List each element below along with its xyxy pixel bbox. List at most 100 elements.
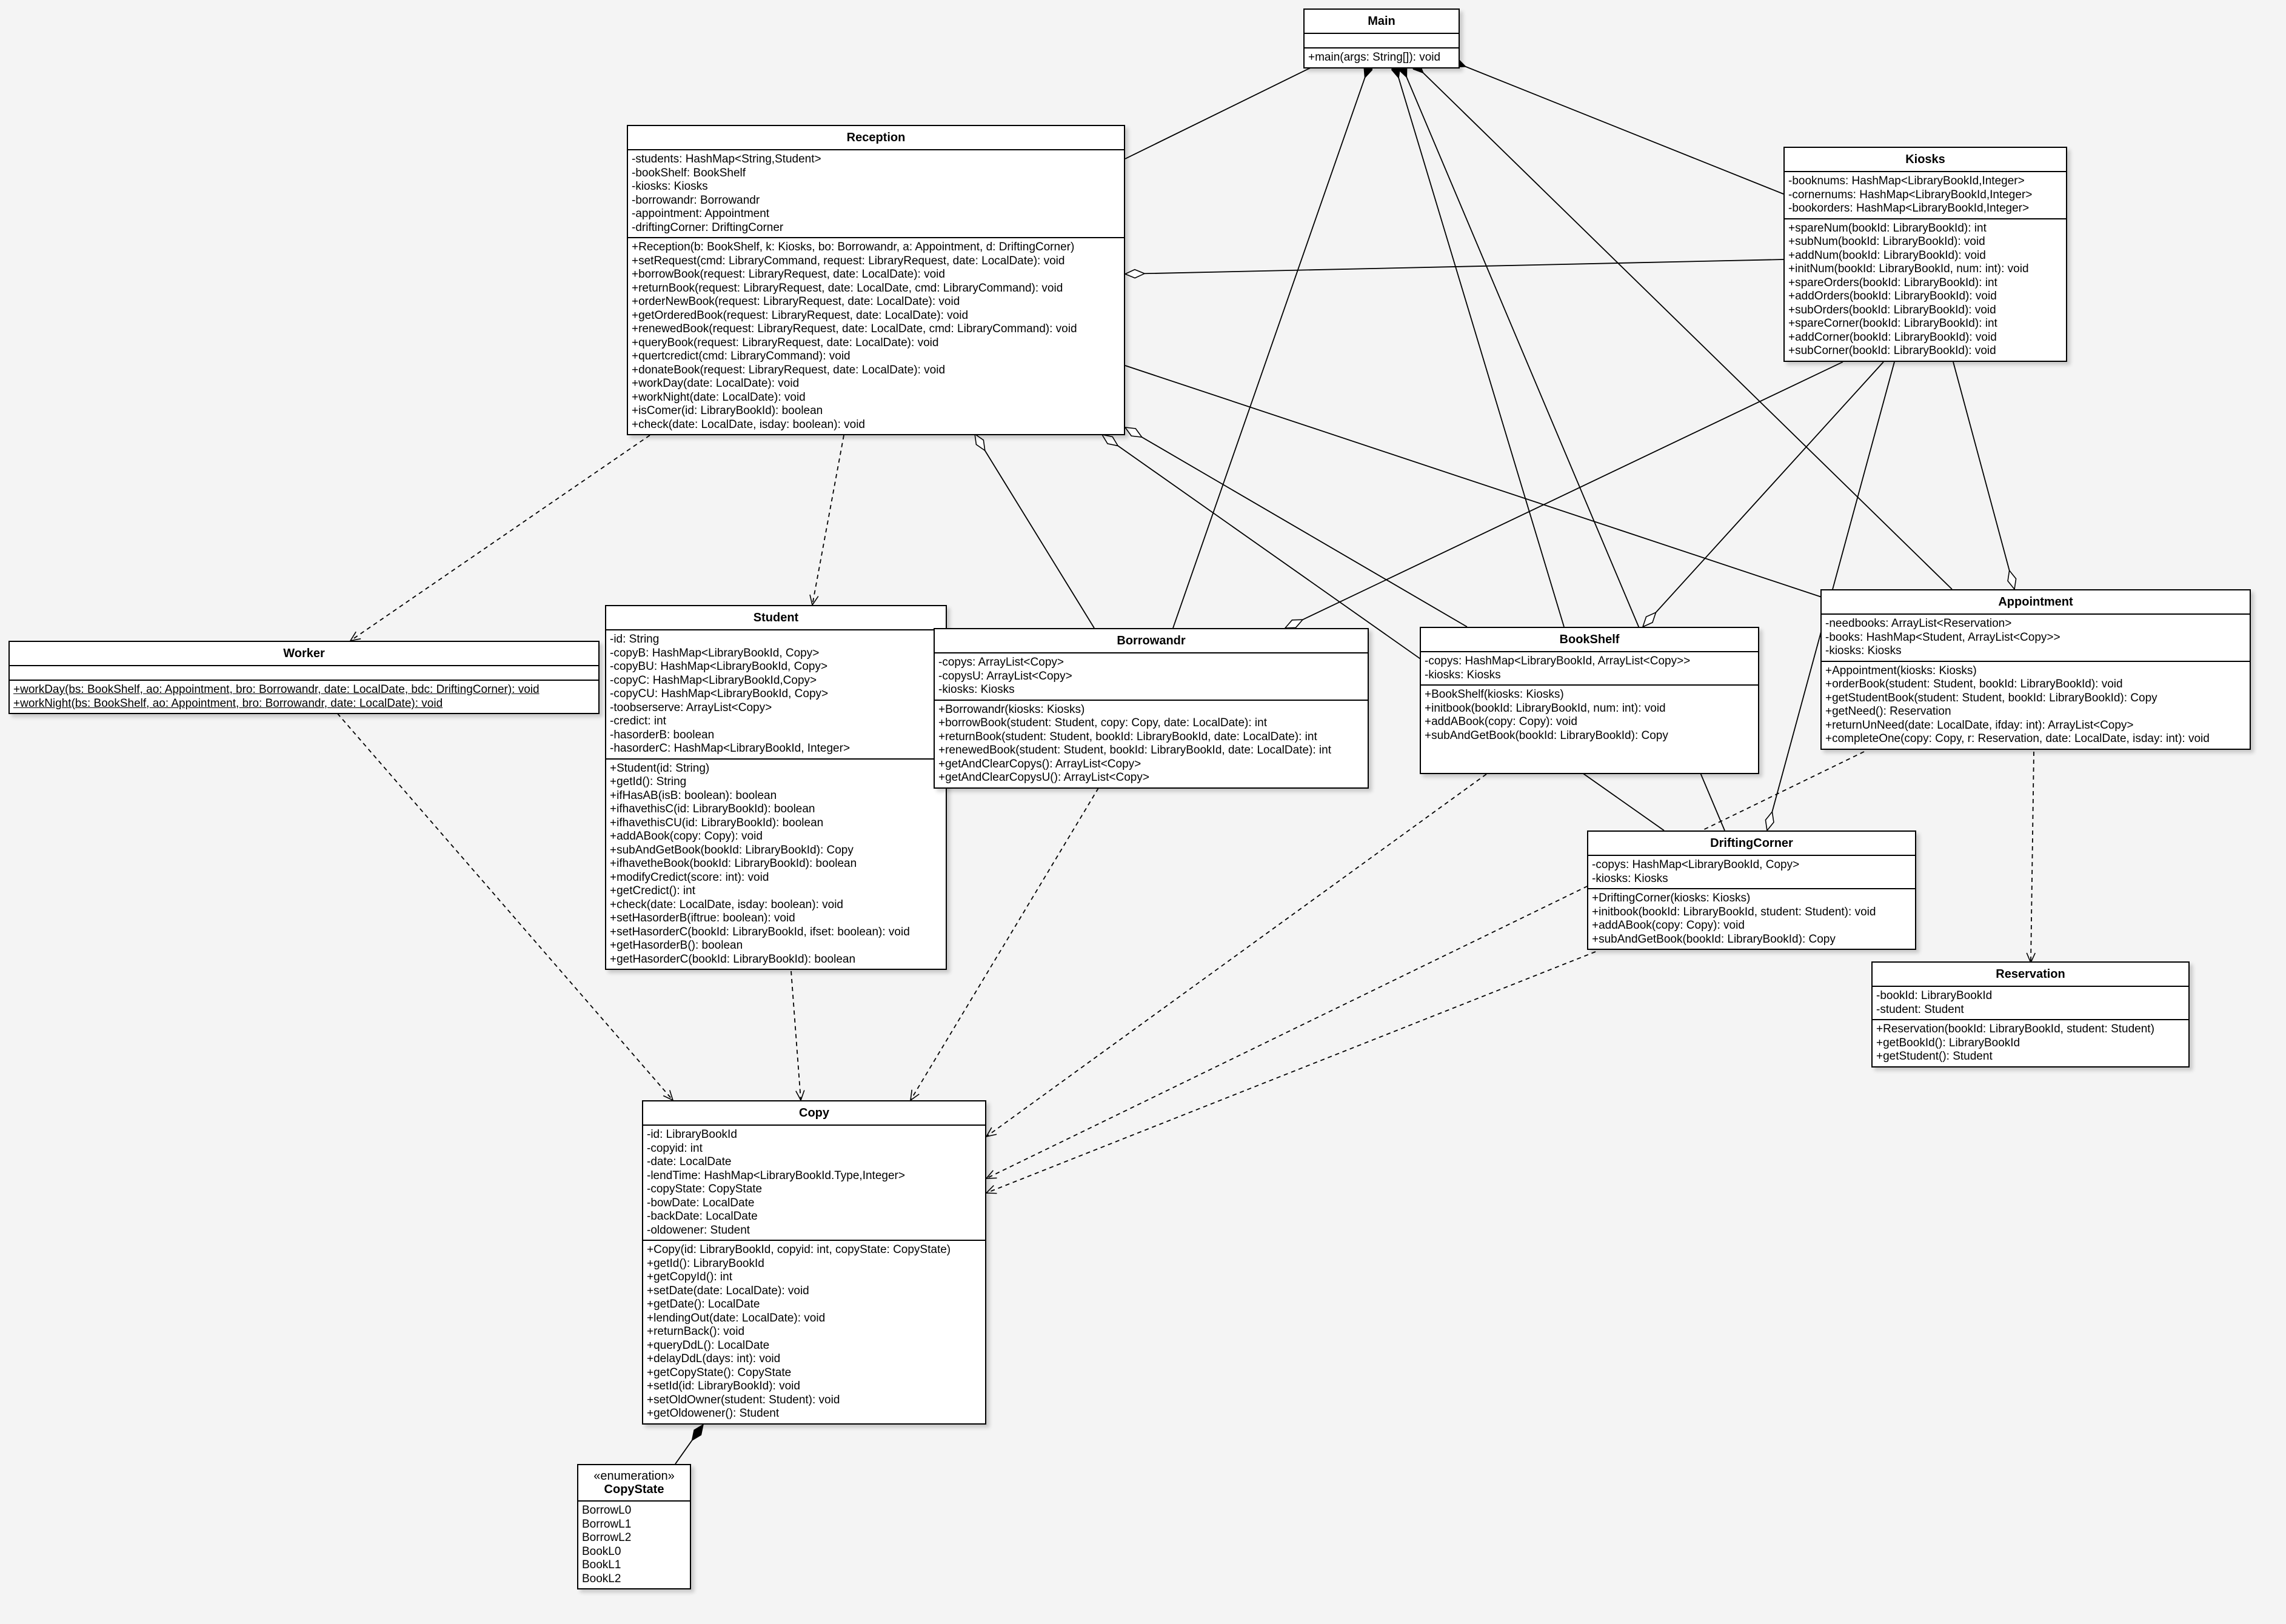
attribute-row: -id: String [610, 633, 660, 646]
attributes-compartment: -copys: HashMap<LibraryBookId, ArrayList… [1421, 652, 1758, 686]
composition-copystate-copy [675, 1425, 703, 1465]
attribute-row: -copysU: ArrayList<Copy> [938, 669, 1072, 683]
method-row: +addNum(bookId: LibraryBookId): void [1788, 249, 1986, 262]
stereotype-label: «enumeration» [593, 1469, 675, 1483]
method-row: +getDate(): LocalDate [647, 1298, 760, 1311]
dependency-bookshelf-copy [985, 774, 1487, 1138]
class-reservation[interactable]: Reservation-bookId: LibraryBookId-studen… [1871, 961, 2190, 1068]
attribute-row: -copyState: CopyState [647, 1183, 763, 1195]
method-row: +returnUnNeed(date: LocalDate, ifday: in… [1825, 718, 2134, 732]
method-row: +renewedBook(request: LibraryRequest, da… [632, 322, 1077, 335]
attribute-row: -copys: HashMap<LibraryBookId, Copy> [1592, 858, 1800, 871]
method-row: +modifyCredict(score: int): void [610, 870, 769, 884]
method-row: +queryBook(request: LibraryRequest, date… [632, 336, 939, 349]
class-drifting-corner[interactable]: DriftingCorner-copys: HashMap<LibraryBoo… [1587, 830, 1916, 950]
attribute-row: -hasorderB: boolean [610, 728, 715, 741]
attribute-row: -kiosks: Kiosks [1425, 668, 1501, 681]
method-row: +Reception(b: BookShelf, k: Kiosks, bo: … [632, 241, 1075, 253]
method-row: +getCopyId(): int [647, 1271, 732, 1283]
method-row: +getBookId(): LibraryBookId [1876, 1036, 2020, 1049]
method-row: +addCorner(bookId: LibraryBookId): void [1788, 330, 1997, 344]
method-row: +check(date: LocalDate, isday: boolean):… [632, 418, 865, 431]
class-main[interactable]: Main +main(args: String[]): void [1303, 8, 1460, 69]
method-row: +lendingOut(date: LocalDate): void [647, 1311, 826, 1325]
class-name-header: Reception [628, 126, 1124, 150]
attribute-row: -oldowener: Student [647, 1223, 750, 1237]
attribute-row: -toobserserve: ArrayList<Copy> [610, 701, 772, 714]
methods-compartment: +Student(id: String)+getId(): String+ifH… [606, 760, 946, 969]
method-row: +delayDdL(days: int): void [647, 1352, 781, 1365]
class-bookshelf[interactable]: BookShelf -copys: HashMap<LibraryBookId, … [1420, 627, 1759, 774]
attribute-row: -students: HashMap<String,Student> [632, 153, 821, 165]
class-name-header: Appointment [1822, 590, 2250, 615]
method-row: +orderBook(student: Student, bookId: Lib… [1825, 678, 2123, 690]
dependency-drifting-copy [985, 951, 1596, 1194]
method-row: +queryDdL(): LocalDate [647, 1338, 770, 1352]
aggregation-borrowandr-reception [975, 434, 1095, 629]
method-row: +initbook(bookId: LibraryBookId, num: in… [1425, 701, 1666, 715]
methods-compartment: +DriftingCorner(kiosks: Kiosks)+initbook… [1588, 889, 1915, 949]
attributes-compartment: -copys: ArrayList<Copy>-copysU: ArrayLis… [935, 653, 1368, 701]
method-row: +getNeed(): Reservation [1825, 705, 1951, 718]
method-row: +orderNewBook(request: LibraryRequest, d… [632, 295, 960, 308]
method-row: +addABook(copy: Copy): void [610, 830, 763, 843]
attribute-row: -borrowandr: Borrowandr [632, 193, 760, 207]
method-row: +getAndClearCopysU(): ArrayList<Copy> [938, 771, 1149, 784]
dependency-appointment-copy [985, 751, 1865, 1179]
class-name-header: Copy [643, 1101, 985, 1126]
attribute-row: -cornernums: HashMap<LibraryBookId,Integ… [1788, 188, 2033, 201]
method-row: +quertcredict(cmd: LibraryCommand): void [632, 350, 851, 363]
class-name-header: Reservation [1873, 963, 2188, 987]
class-name: BookShelf [1559, 633, 1620, 646]
class-name: Borrowandr [1117, 634, 1186, 647]
dependency-borrowandr-copy [909, 787, 1099, 1101]
class-name-header: Main [1305, 10, 1459, 34]
method-row: +getStudentBook(student: Student, bookId… [1825, 691, 2157, 704]
class-student[interactable]: Student-id: String-copyB: HashMap<Librar… [605, 605, 947, 970]
class-name-header: Kiosks [1785, 148, 2066, 172]
method-row: +returnBack(): void [647, 1325, 745, 1338]
method-row: +ifhavethisC(id: LibraryBookId): boolean [610, 803, 815, 815]
method-row: +workNight(bs: BookShelf, ao: Appointmen… [13, 697, 443, 710]
class-appointment[interactable]: Appointment-needbooks: ArrayList<Reserva… [1820, 589, 2251, 750]
class-name-header: Worker [10, 642, 598, 666]
method-row: +ifhavethisCU(id: LibraryBookId): boolea… [610, 816, 824, 829]
class-name: Main [1368, 15, 1395, 28]
attribute-row: -bookId: LibraryBookId [1876, 989, 1993, 1002]
class-name: Appointment [1998, 595, 2073, 609]
aggregation-kiosks-reception [1125, 259, 1784, 274]
method-row: +BookShelf(kiosks: Kiosks) [1425, 688, 1564, 701]
method-row: +check(date: LocalDate, isday: boolean):… [610, 898, 843, 911]
method-row: +addOrders(bookId: LibraryBookId): void [1788, 290, 1997, 302]
class-name: Student [753, 611, 799, 624]
method-row: +borrowBook(request: LibraryRequest, dat… [632, 268, 945, 281]
association-appointment-reception [1125, 365, 1822, 598]
class-worker[interactable]: Worker+workDay(bs: BookShelf, ao: Appoin… [8, 641, 600, 714]
class-name-header: «enumeration»CopyState [578, 1465, 690, 1502]
class-reception[interactable]: Reception -students: HashMap<String,Stude… [627, 125, 1125, 435]
methods-compartment: +main(args: String[]): void [1305, 48, 1459, 67]
attribute-row: -copys: ArrayList<Copy> [938, 656, 1064, 669]
method-row: +Student(id: String) [610, 761, 710, 775]
attributes-compartment: -booknums: HashMap<LibraryBookId,Integer… [1785, 172, 2066, 219]
method-row: +main(args: String[]): void [1308, 51, 1441, 64]
attribute-row: -bowDate: LocalDate [647, 1196, 755, 1209]
method-row: +completeOne(copy: Copy, r: Reservation,… [1825, 732, 2210, 745]
class-borrowandr[interactable]: Borrowandr -copys: ArrayList<Copy>-copysU… [934, 628, 1369, 789]
attribute-row: -kiosks: Kiosks [1592, 872, 1668, 885]
class-name: CopyState [604, 1483, 664, 1496]
method-row: +ifhavetheBook(bookId: LibraryBookId): b… [610, 857, 857, 870]
method-row: +getOrderedBook(request: LibraryRequest,… [632, 309, 969, 322]
class-kiosks[interactable]: Kiosks-booknums: HashMap<LibraryBookId,I… [1783, 147, 2067, 362]
method-row: +setHasorderC(bookId: LibraryBookId, ifs… [610, 925, 910, 938]
method-row: +subOrders(bookId: LibraryBookId): void [1788, 303, 1996, 316]
method-row: +initNum(bookId: LibraryBookId, num: int… [1788, 262, 2029, 275]
method-row: +getId(): LibraryBookId [647, 1257, 764, 1270]
composition-borrowandr-main [1172, 59, 1371, 629]
method-row: +getStudent(): Student [1876, 1050, 1993, 1063]
attribute-row: -hasorderC: HashMap<LibraryBookId, Integ… [610, 742, 851, 755]
class-name-header: Student [606, 606, 946, 630]
method-row: +subAndGetBook(bookId: LibraryBookId): C… [1592, 932, 1836, 946]
class-copy[interactable]: Copy-id: LibraryBookId-copyid: int-date:… [642, 1100, 986, 1425]
